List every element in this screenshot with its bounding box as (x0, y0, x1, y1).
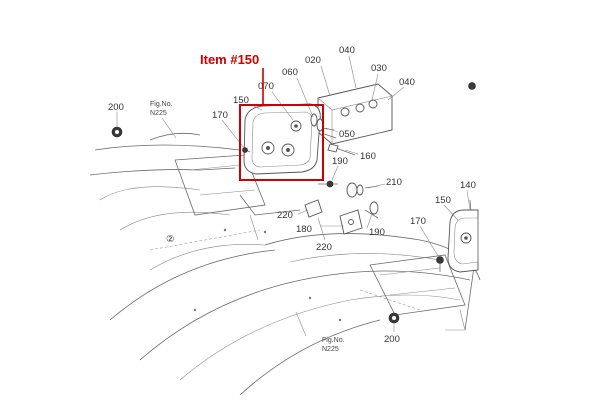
callout-170-left: 170 (212, 110, 228, 121)
callout-040-top: 040 (339, 45, 355, 56)
tail-lamp-150 (243, 103, 324, 175)
hardware-parts (111, 82, 476, 324)
highlight-box (239, 104, 324, 181)
callout-220-lower: 220 (316, 242, 332, 253)
callout-200-top: 200 (108, 102, 124, 113)
item-highlight: Item #150 (200, 52, 324, 181)
nut-200-top (111, 126, 123, 138)
callout-170-right: 170 (410, 216, 426, 227)
callout-040-right: 040 (399, 77, 415, 88)
callout-020: 020 (305, 55, 321, 66)
lamp-housing-box (317, 83, 393, 145)
nut-200-bottom (388, 312, 400, 324)
figref-bottom-label: Fig.No. (322, 337, 345, 344)
tail-lamp-right (447, 209, 479, 273)
callout-190-lower: 190 (369, 227, 385, 238)
callout-180: 180 (296, 224, 312, 235)
callout-150-right: 150 (435, 195, 451, 206)
callout-060: 060 (282, 67, 298, 78)
figref-bottom-id: N225 (322, 346, 339, 353)
figref-top-label: Fig.No. (150, 101, 173, 108)
callout-050: 050 (339, 129, 355, 140)
callout-190-upper: 190 (332, 156, 348, 167)
leader-lines (116, 55, 471, 337)
callout-150-highlight: 150 (233, 95, 249, 106)
callout-220-upper: 220 (277, 210, 293, 221)
callout-labels: 200 170 150 070 060 020 040 030 040 050 … (108, 45, 476, 345)
highlight-label: Item #150 (200, 52, 259, 67)
circled-marker: ② (166, 234, 175, 245)
callout-070: 070 (258, 81, 274, 92)
callout-160: 160 (360, 151, 376, 162)
callout-030: 030 (371, 63, 387, 74)
figref-top-id: N225 (150, 110, 167, 117)
figure-reference-top: Fig.No. N225 (150, 101, 173, 117)
figure-reference-bottom: Fig.No. N225 (322, 337, 345, 353)
callout-200-bottom: 200 (384, 334, 400, 345)
callout-140: 140 (460, 180, 476, 191)
callout-210: 210 (386, 177, 402, 188)
